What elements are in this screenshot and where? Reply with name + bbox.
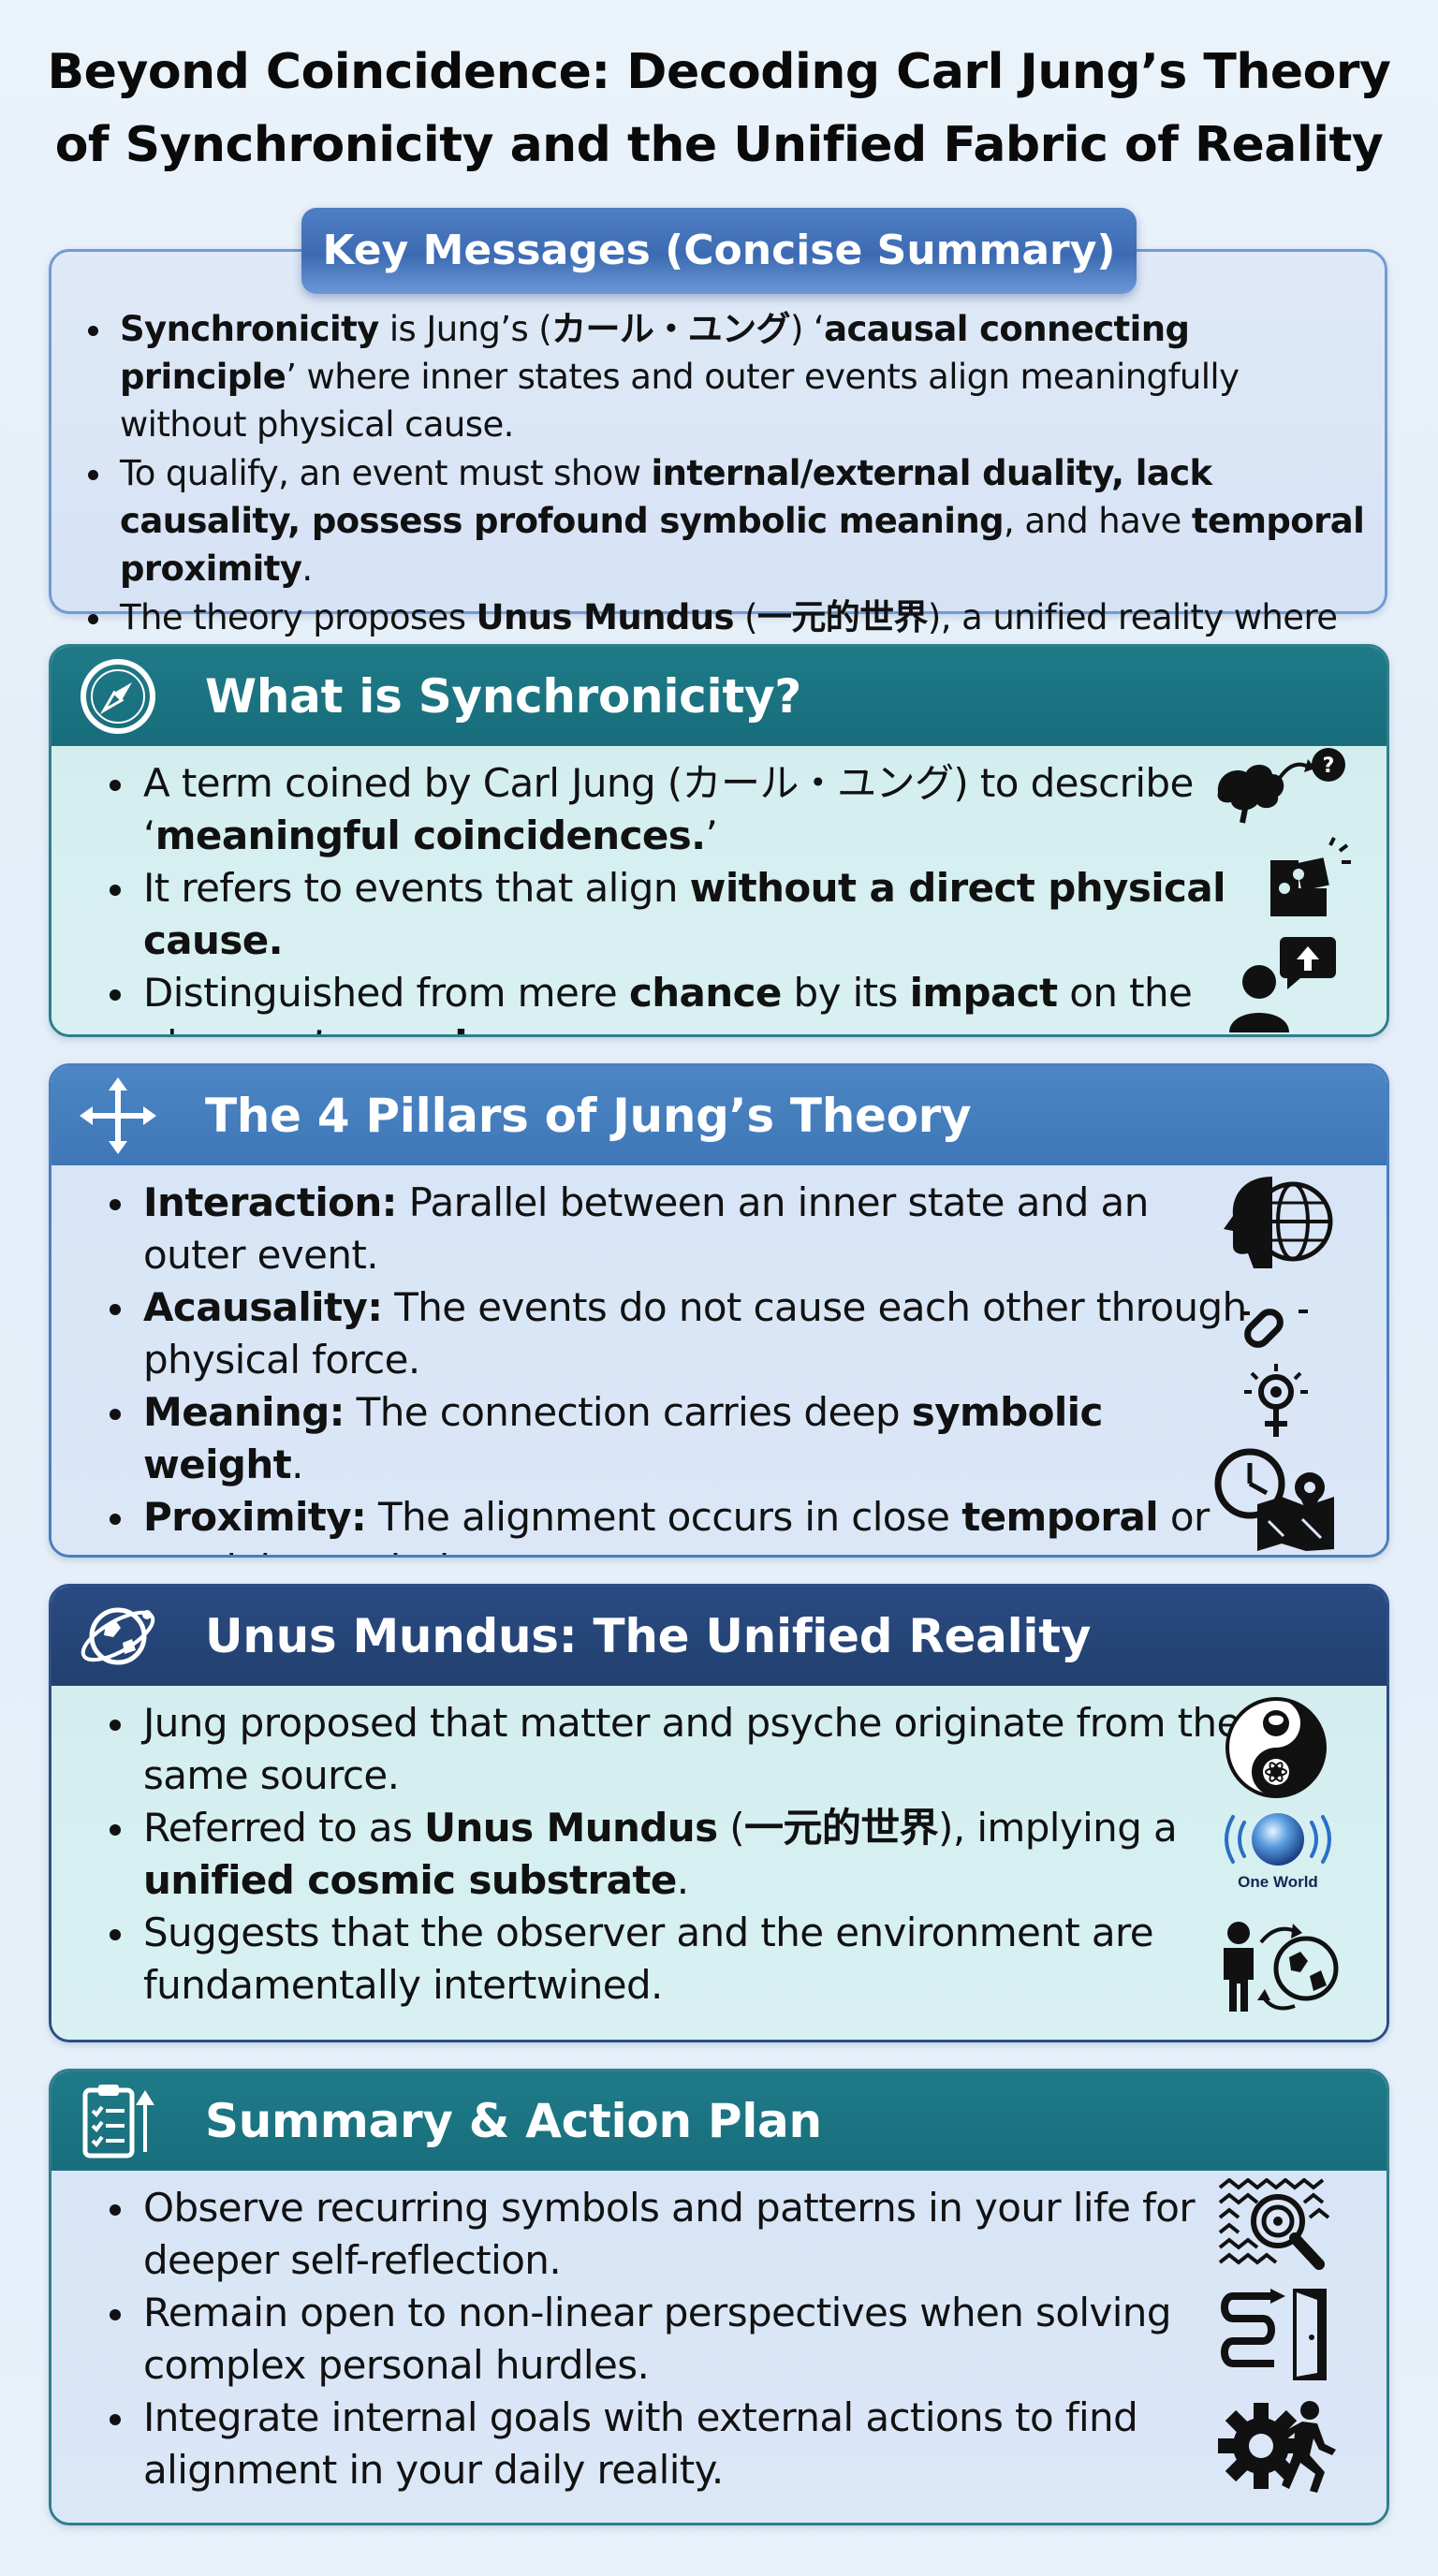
section-title: Unus Mundus: The Unified Reality	[205, 1609, 1092, 1663]
key-messages-heading: Key Messages (Concise Summary)	[301, 208, 1137, 294]
orbit-globe-icon	[81, 1607, 155, 1665]
yin-yang-icon	[1225, 1697, 1327, 1798]
one-world-orb-icon	[1225, 1813, 1331, 1866]
person-globe-cycle-icon	[1224, 1922, 1339, 2012]
one-world-label: One World	[1238, 1873, 1318, 1891]
section-list: Observe recurring symbols and patterns i…	[104, 2182, 1255, 2496]
lightbulb-symbol-icon	[1244, 1364, 1308, 1437]
list-item: Integrate internal goals with external a…	[104, 2392, 1255, 2496]
list-item: Referred to as Unus Mundus (一元的世界), impl…	[104, 1802, 1255, 1907]
page-title-line-1: Beyond Coincidence: Decoding Carl Jung’s…	[47, 44, 1391, 100]
list-item: Remain open to non-linear perspectives w…	[104, 2287, 1255, 2392]
section-summary-action-plan: Summary & Action Plan Observe recurring …	[49, 2069, 1389, 2525]
list-item: Acausality: The events do not cause each…	[104, 1281, 1255, 1386]
section-title: Summary & Action Plan	[205, 2094, 822, 2148]
brain-question-icon: ?	[1217, 748, 1345, 824]
key-message-item: To qualify, an event must show internal/…	[82, 449, 1374, 593]
section-header: Summary & Action Plan	[51, 2071, 1387, 2171]
broken-chain-icon	[1240, 1309, 1308, 1348]
four-arrows-icon	[80, 1077, 156, 1154]
list-item: Observe recurring symbols and patterns i…	[104, 2182, 1255, 2287]
section-body: A term coined by Carl Jung (カール・ユング) to …	[51, 746, 1387, 1034]
list-item: It refers to events that align without a…	[104, 862, 1255, 967]
section-what-is-synchronicity: What is Synchronicity? A term coined by …	[49, 644, 1389, 1037]
head-globe-icon	[1224, 1177, 1333, 1268]
section-four-pillars: The 4 Pillars of Jung’s Theory Interacti…	[49, 1063, 1389, 1558]
section-body: Observe recurring symbols and patterns i…	[51, 2171, 1387, 2523]
path-door-icon	[1221, 2289, 1327, 2380]
section-header: What is Synchronicity?	[51, 647, 1387, 746]
section-header: Unus Mundus: The Unified Reality	[51, 1587, 1387, 1686]
section-list: A term coined by Carl Jung (カール・ユング) to …	[104, 757, 1255, 1034]
gear-runner-icon	[1218, 2401, 1336, 2493]
key-messages-list: Synchronicity is Jung’s (カール・ユング) ‘acaus…	[82, 305, 1374, 690]
list-item: Distinguished from mere chance by its im…	[104, 967, 1255, 1034]
list-item: Suggests that the observer and the envir…	[104, 1907, 1255, 2012]
clipboard-checklist-icon	[82, 2085, 154, 2159]
section-title: The 4 Pillars of Jung’s Theory	[205, 1089, 972, 1143]
page-title-line-2: of Synchronicity and the Unified Fabric …	[54, 117, 1384, 173]
section-list: Jung proposed that matter and psyche ori…	[104, 1697, 1255, 2012]
list-item: Jung proposed that matter and psyche ori…	[104, 1697, 1255, 1802]
compass-icon	[81, 659, 155, 734]
section-list: Interaction: Parallel between an inner s…	[104, 1177, 1255, 1555]
list-item: Proximity: The alignment occurs in close…	[104, 1491, 1255, 1555]
page-title: Beyond Coincidence: Decoding Carl Jung’s…	[37, 36, 1401, 182]
list-item: A term coined by Carl Jung (カール・ユング) to …	[104, 757, 1255, 862]
pattern-search-icon	[1218, 2178, 1330, 2270]
list-item: Interaction: Parallel between an inner s…	[104, 1177, 1255, 1281]
key-message-item: Synchronicity is Jung’s (カール・ユング) ‘acaus…	[82, 305, 1374, 448]
person-speech-icon	[1229, 937, 1336, 1032]
clock-map-icon	[1214, 1448, 1334, 1551]
section-unus-mundus: Unus Mundus: The Unified Reality Jung pr…	[49, 1584, 1389, 2042]
puzzle-icon	[1270, 837, 1351, 916]
section-body: Interaction: Parallel between an inner s…	[51, 1165, 1387, 1555]
section-header: The 4 Pillars of Jung’s Theory	[51, 1066, 1387, 1165]
section-body: Jung proposed that matter and psyche ori…	[51, 1686, 1387, 2040]
key-messages-box	[49, 249, 1387, 614]
svg-text:?: ?	[1323, 754, 1335, 778]
list-item: Meaning: The connection carries deep sym…	[104, 1386, 1255, 1491]
section-title: What is Synchronicity?	[205, 669, 801, 724]
